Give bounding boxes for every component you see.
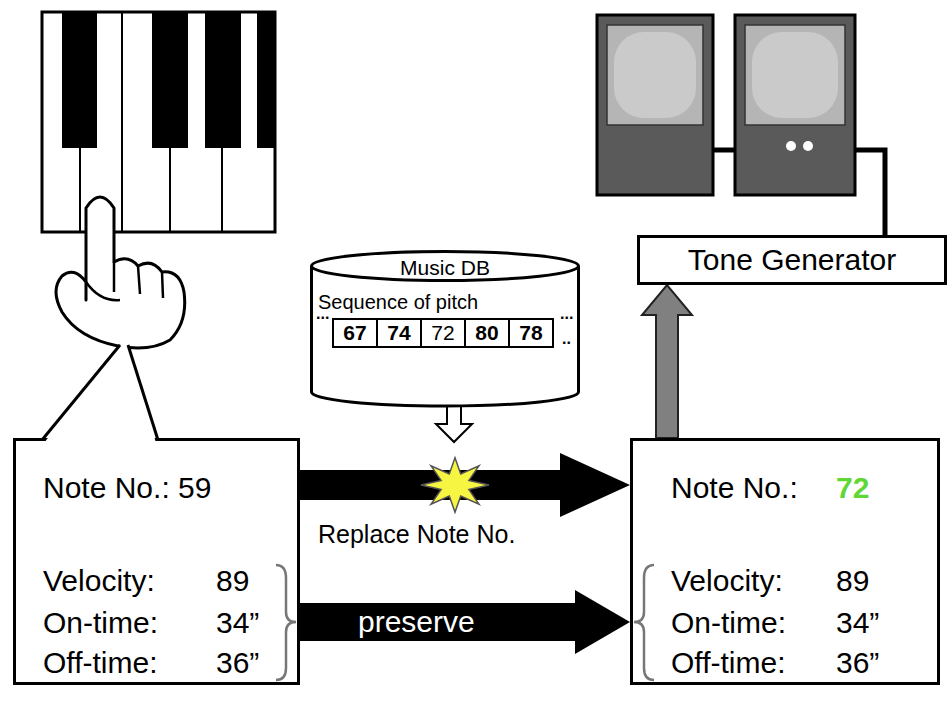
replace-arrow	[300, 453, 630, 517]
callout-pointer	[42, 345, 120, 440]
callout-pointer	[128, 345, 158, 440]
black-key	[257, 12, 275, 148]
ellipsis-label: ...	[560, 304, 573, 323]
speaker-wire	[855, 150, 885, 236]
cylinder-body	[312, 266, 579, 406]
key-line	[121, 12, 123, 232]
node-text: 78	[519, 320, 542, 345]
pointing-hand	[56, 197, 185, 348]
node-text: 36”	[836, 645, 879, 681]
node-text: 67	[343, 320, 366, 345]
node-text: 36”	[216, 645, 259, 681]
node-text: 89	[216, 563, 249, 599]
pitch-cell: 80	[464, 318, 510, 348]
node-text: 72	[836, 470, 869, 506]
black-key	[62, 12, 97, 148]
speaker-led	[803, 141, 813, 151]
speaker-panel	[745, 25, 845, 125]
output-arrow	[642, 285, 692, 438]
node-text: On-time:	[671, 605, 786, 641]
database-cylinder: Music DB Sequence of pitch 67 74 72 80 78	[310, 250, 580, 408]
speaker-led	[786, 141, 796, 151]
node-text: Tone Generator	[688, 242, 896, 278]
speaker-right	[735, 15, 855, 195]
node-text: Note No.: 59	[43, 470, 211, 506]
black-key	[205, 12, 241, 148]
node-text: Velocity:	[671, 563, 783, 599]
pitch-cell: 67	[332, 318, 378, 348]
pitch-cell: 72	[420, 318, 466, 348]
speaker-panel	[607, 25, 703, 125]
node-text: 89	[836, 563, 869, 599]
node-text: Sequence of pitch	[318, 290, 478, 314]
hand-detail	[86, 262, 163, 300]
node-text: Velocity:	[43, 563, 155, 599]
process-box: Note No.: 72Velocity: 89On-time: 34” Off-tim…	[630, 438, 940, 685]
ellipsis-label: ...	[316, 304, 329, 323]
brace	[276, 565, 296, 680]
node-text: 74	[387, 320, 410, 345]
preserve-arrow	[300, 590, 630, 654]
speaker-cone	[614, 32, 696, 118]
black-key	[152, 12, 188, 148]
piano-body	[42, 12, 275, 232]
node-text: Music DB	[400, 255, 490, 280]
node-text: 80	[475, 320, 498, 345]
node-text: 72	[431, 320, 454, 345]
node-text: Off-time:	[671, 645, 785, 681]
node-text: On-time:	[43, 605, 158, 641]
pitch-cell: 74	[376, 318, 422, 348]
edge-label: preserve	[358, 604, 475, 640]
callout-gap	[44, 345, 156, 443]
node-text: 34”	[836, 605, 879, 641]
cylinder-top	[312, 252, 579, 281]
node-text: Note No.:	[671, 470, 798, 506]
brace	[634, 565, 654, 680]
lookup-arrow	[436, 404, 472, 442]
speaker-cone	[752, 32, 838, 118]
edge-label: Replace Note No.	[318, 519, 515, 549]
ellipsis-label: ..	[562, 329, 571, 348]
pitch-cell: 78	[508, 318, 554, 348]
node-text: Off-time:	[43, 645, 157, 681]
node-text: 34”	[216, 605, 259, 641]
speaker-wire	[713, 148, 735, 153]
speaker-left	[597, 15, 713, 195]
process-box: Tone Generator	[637, 235, 947, 285]
process-box: Note No.: 59 Velocity: 89On-time: 34” Off-ti…	[13, 438, 300, 685]
replace-starburst	[421, 458, 489, 512]
